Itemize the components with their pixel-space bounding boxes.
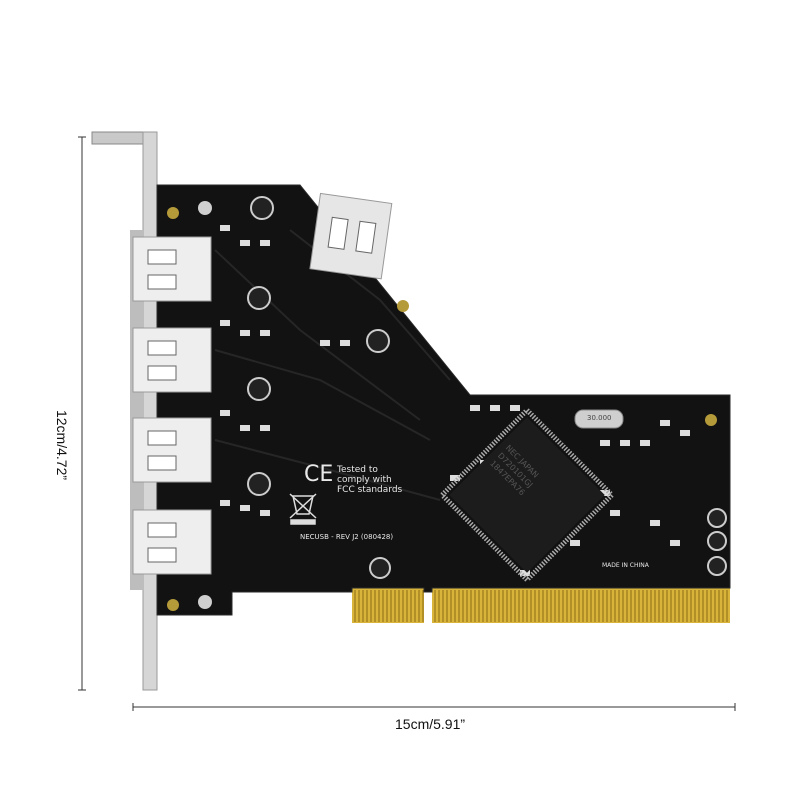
revision-label: NECUSB - REV J2 (080428) (300, 533, 394, 541)
smd-component (220, 320, 230, 326)
fcc-line-2: comply with (337, 475, 392, 485)
circuit-board (156, 184, 731, 616)
smd-component (610, 510, 620, 516)
usb-port-3 (132, 417, 212, 483)
smd-component (220, 225, 230, 231)
pci-gold-fingers (352, 585, 730, 623)
smd-component (240, 425, 250, 431)
usb-port-internal (309, 192, 393, 280)
fcc-text: Tested to comply with FCC standards (337, 465, 402, 495)
mounting-holes (167, 201, 717, 611)
ce-mark: CE (304, 462, 334, 487)
smd-component (240, 240, 250, 246)
smd-component (660, 420, 670, 426)
dimension-lines (78, 136, 736, 711)
smd-component (520, 570, 530, 576)
smd-component (470, 405, 480, 411)
smd-component (510, 405, 520, 411)
smd-component (220, 410, 230, 416)
smd-component (260, 425, 270, 431)
usb-port-4 (132, 509, 212, 575)
smd-component (240, 330, 250, 336)
fcc-line-1: Tested to (337, 465, 378, 475)
smd-component (260, 240, 270, 246)
smd-component (640, 440, 650, 446)
smd-component (450, 475, 460, 481)
fcc-line-3: FCC standards (337, 485, 403, 495)
smd-component (240, 505, 250, 511)
nec-usb-controller-chip (438, 406, 616, 584)
usb-ports (132, 192, 393, 575)
crystal-oscillator (574, 409, 624, 429)
smd-component (260, 330, 270, 336)
smd-component (600, 440, 610, 446)
smd-component (650, 520, 660, 526)
made-in-label: MADE IN CHINA (602, 562, 649, 569)
usb-port-1 (132, 236, 212, 302)
smd-component (260, 510, 270, 516)
width-dimension-label: 15cm/5.91” (395, 716, 466, 732)
usb-port-2 (132, 327, 212, 393)
capacitors (247, 196, 727, 579)
metal-bracket (91, 131, 158, 691)
smd-component (490, 405, 500, 411)
smd-component (570, 540, 580, 546)
smd-component (340, 340, 350, 346)
smd-component (620, 440, 630, 446)
height-dimension-label: 12cm/4.72” (54, 409, 70, 481)
weee-bin-icon (289, 493, 317, 525)
smd-component (220, 500, 230, 506)
crystal-label: 30.000 (587, 414, 612, 422)
smd-component (600, 490, 610, 496)
smd-component (680, 430, 690, 436)
smd-component (320, 340, 330, 346)
smd-component (670, 540, 680, 546)
